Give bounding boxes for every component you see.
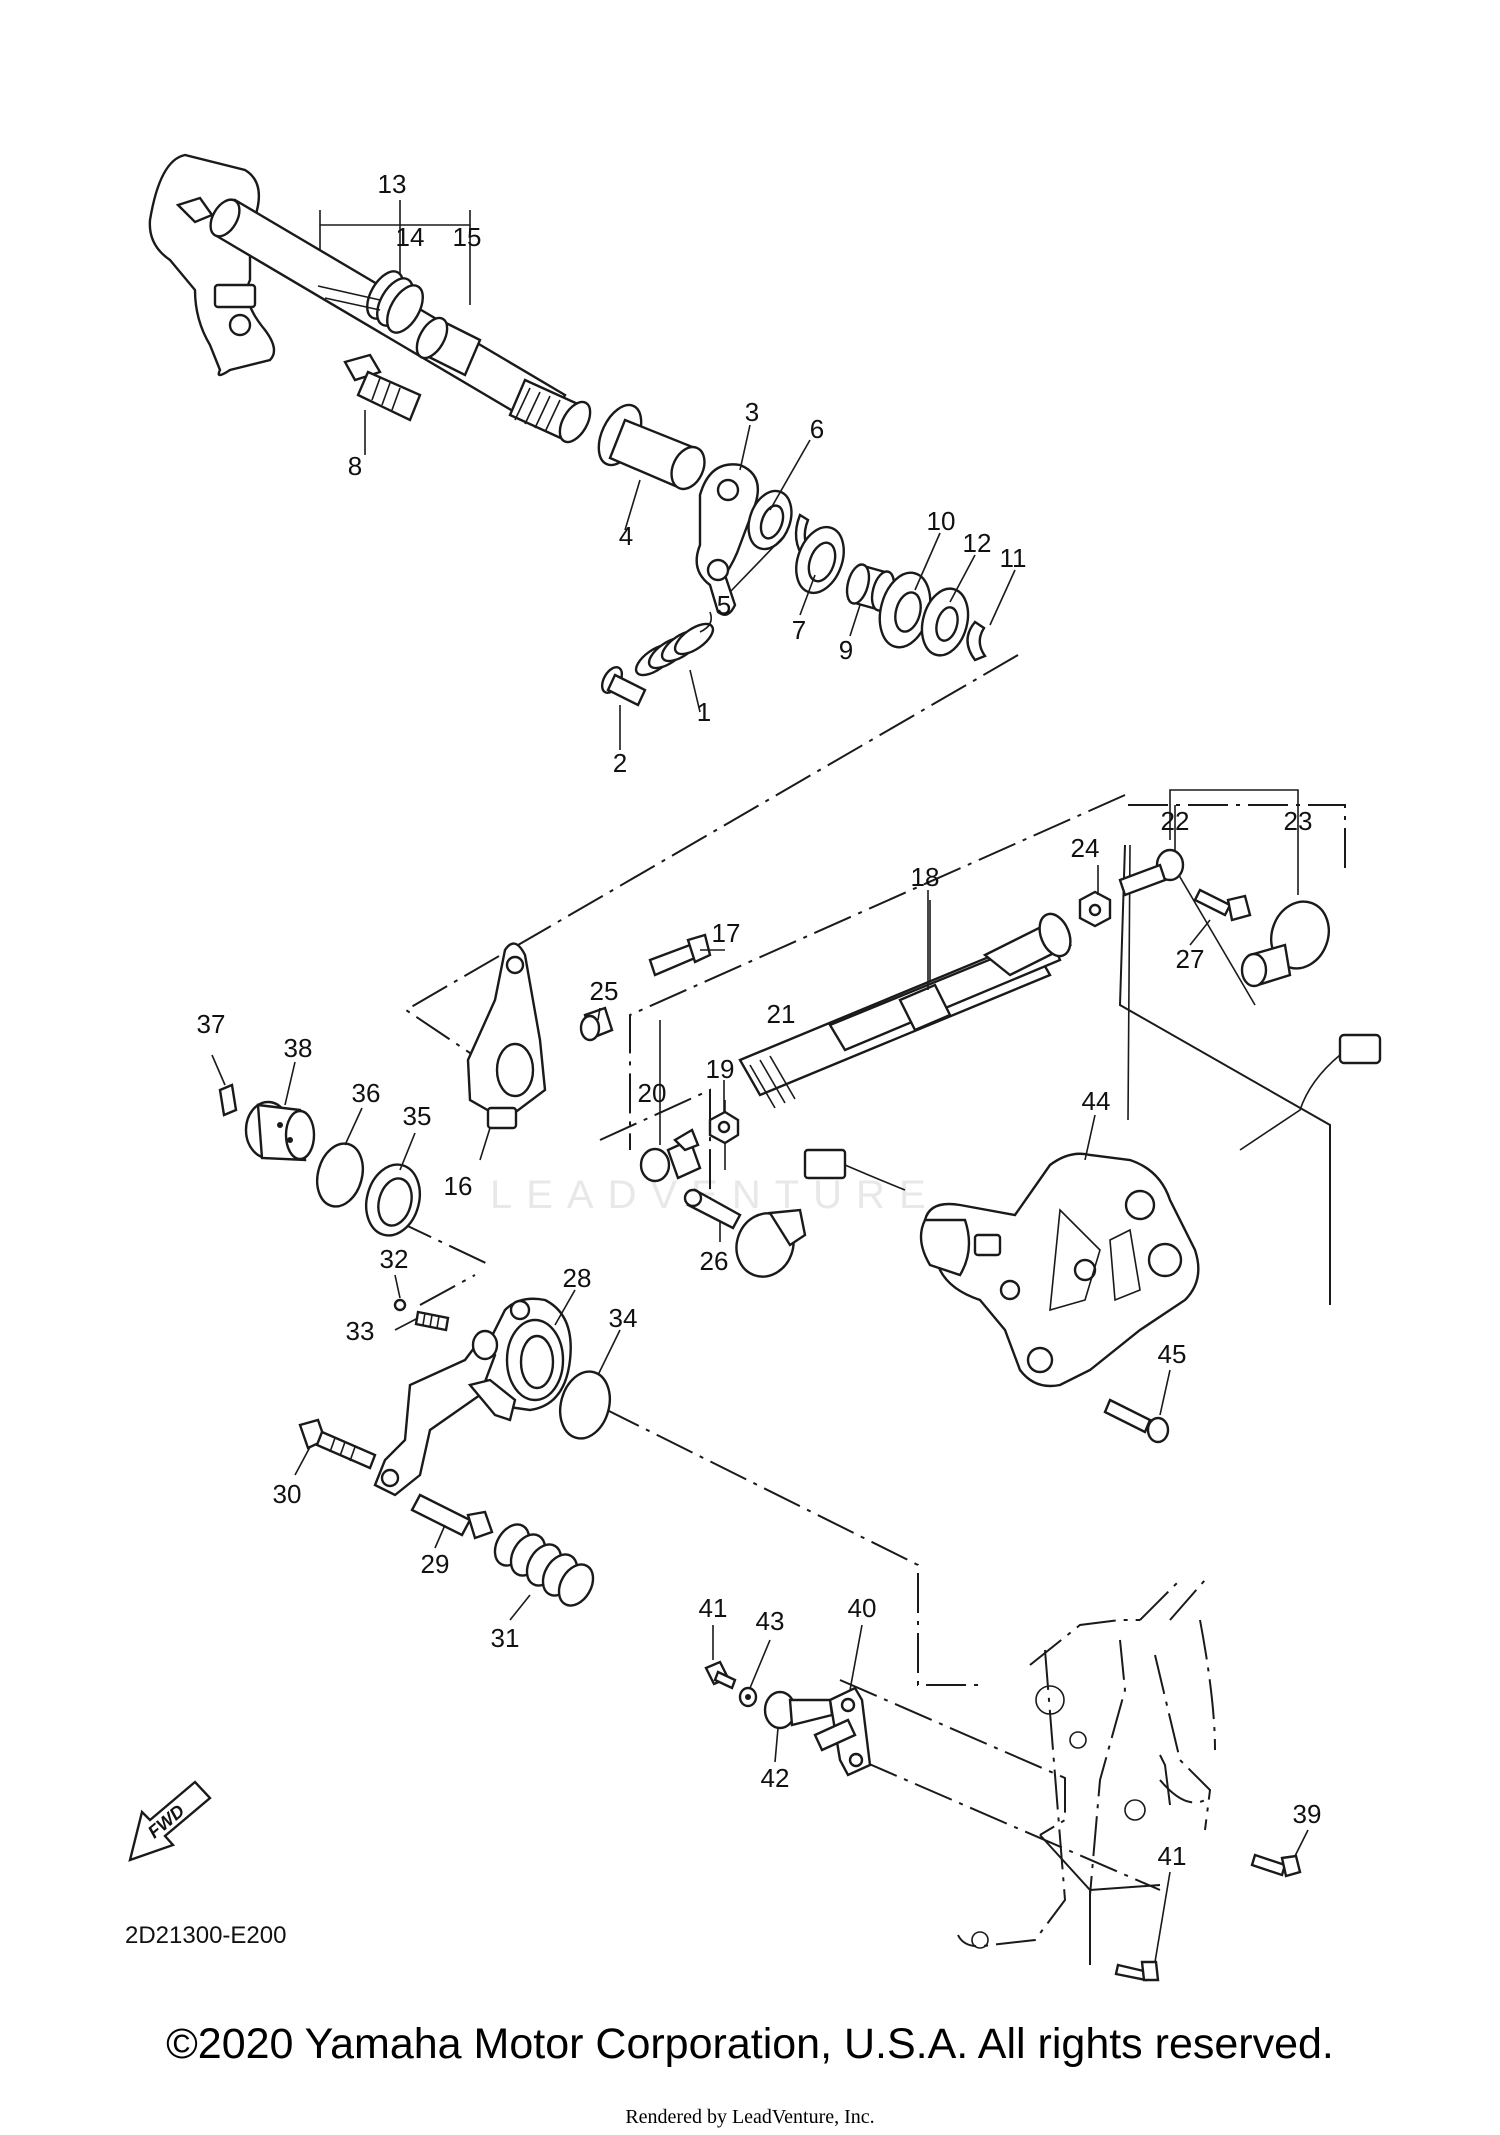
callout-4: 4	[619, 521, 633, 551]
shift-rod-18	[738, 912, 1073, 1109]
rod-end-20	[639, 1128, 702, 1183]
shift-actuator-44	[919, 1152, 1200, 1388]
callout-27: 27	[1176, 944, 1205, 974]
callout-31: 31	[491, 1623, 520, 1653]
pin-2	[600, 666, 647, 707]
callout-42: 42	[761, 1763, 790, 1793]
callout-44: 44	[1082, 1086, 1111, 1116]
seal-35	[365, 1163, 421, 1237]
leader-lines	[211, 410, 1309, 1963]
bracket-lines	[319, 200, 1299, 1170]
callout-29: 29	[421, 1549, 450, 1579]
bolt-41-upper	[704, 1660, 737, 1690]
bolt-17	[648, 933, 712, 977]
callout-12: 12	[963, 528, 992, 558]
callout-14: 14	[396, 222, 425, 252]
callout-6: 6	[810, 414, 824, 444]
boot-21	[735, 1208, 807, 1278]
shift-shaft-assembly	[148, 153, 592, 444]
callout-1: 1	[697, 697, 711, 727]
ball-32	[393, 1298, 407, 1312]
callout-7: 7	[792, 615, 806, 645]
callout-36: 36	[352, 1078, 381, 1108]
bushing-38	[244, 1100, 316, 1162]
cap-37	[218, 1083, 238, 1117]
callout-21: 21	[767, 999, 796, 1029]
bolt-45	[1103, 1398, 1170, 1444]
callout-41-upper: 41	[699, 1593, 728, 1623]
housing-28	[478, 1297, 572, 1412]
callout-13: 13	[378, 169, 407, 199]
callout-17: 17	[712, 918, 741, 948]
callout-23: 23	[1284, 806, 1313, 836]
callout-25: 25	[590, 976, 619, 1006]
washers-5-6-7	[747, 489, 845, 595]
callout-15: 15	[453, 222, 482, 252]
frame-outline	[957, 1579, 1216, 1949]
callout-39: 39	[1293, 1799, 1322, 1829]
callout-16: 16	[444, 1171, 473, 1201]
rendered-by-notice: Rendered by LeadVenture, Inc.	[625, 2106, 875, 2128]
rubber-31	[493, 1523, 595, 1607]
connector	[803, 1033, 1382, 1191]
callout-45: 45	[1158, 1339, 1187, 1369]
callout-28: 28	[563, 1263, 592, 1293]
callout-35: 35	[403, 1101, 432, 1131]
bolt-39	[1250, 1853, 1302, 1878]
callout-5: 5	[717, 590, 731, 620]
callout-34: 34	[609, 1303, 638, 1333]
callout-37: 37	[197, 1009, 226, 1039]
bushing-4	[597, 403, 706, 491]
callout-3: 3	[745, 397, 759, 427]
rod-end-22	[1118, 848, 1185, 897]
callout-26: 26	[700, 1246, 729, 1276]
spring-14	[317, 270, 424, 334]
fwd-arrow-icon: FWD	[128, 1780, 212, 1862]
diagram-code: 2D21300-E200	[125, 1922, 286, 1949]
callout-22: 22	[1161, 806, 1190, 836]
callout-20: 20	[638, 1078, 667, 1108]
lever-plate-3	[695, 463, 760, 616]
callout-41-lower: 41	[1158, 1841, 1187, 1871]
lever-16	[466, 942, 547, 1130]
spring-33	[414, 1310, 450, 1332]
bolt-41-lower	[1114, 1960, 1160, 1982]
collar-25	[579, 1006, 614, 1042]
o-ring-34	[559, 1370, 611, 1440]
nut-24	[1078, 890, 1112, 928]
callout-24: 24	[1071, 833, 1100, 863]
spring-1	[634, 611, 715, 677]
callout-18: 18	[911, 862, 940, 892]
bolt-29	[410, 1493, 494, 1540]
lever-42	[763, 1690, 857, 1752]
callout-30: 30	[273, 1479, 302, 1509]
bolt-26	[683, 1188, 742, 1230]
callout-32: 32	[380, 1244, 409, 1274]
callout-11: 11	[1000, 543, 1027, 573]
callout-38: 38	[284, 1033, 313, 1063]
pedal-arm	[373, 1329, 517, 1497]
callout-9: 9	[839, 635, 853, 665]
bolt-27	[1193, 888, 1252, 922]
boot-23	[1240, 900, 1330, 988]
bolt-30	[298, 1418, 377, 1470]
copyright-notice: ©2020 Yamaha Motor Corporation, U.S.A. A…	[166, 2020, 1334, 2068]
callout-10: 10	[927, 506, 956, 536]
callout-numbers: 1 2 3 4 5 6 7 8 9 10 11 12 13 14 15 16 1…	[197, 169, 1322, 1871]
callout-33: 33	[346, 1316, 375, 1346]
callout-43: 43	[756, 1606, 785, 1636]
bolt-8	[343, 353, 422, 422]
washer-43	[738, 1686, 758, 1708]
callout-19: 19	[706, 1054, 735, 1084]
seal-washer-clip-10-12-11	[878, 571, 987, 662]
callout-8: 8	[348, 451, 362, 481]
nut-19	[708, 1110, 740, 1145]
callout-2: 2	[613, 748, 627, 778]
o-ring-36	[315, 1142, 365, 1208]
callout-40: 40	[848, 1593, 877, 1623]
